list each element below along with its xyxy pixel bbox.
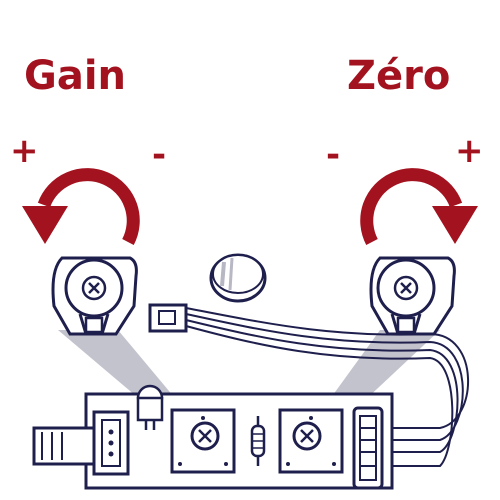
zero-label: Zéro bbox=[347, 53, 451, 99]
zero-trimmer bbox=[278, 408, 344, 474]
counterclockwise-arrow-icon bbox=[22, 168, 140, 246]
clockwise-arrow-icon bbox=[360, 168, 478, 246]
wire-connector bbox=[148, 303, 188, 333]
gain-minus-sign: - bbox=[152, 135, 167, 175]
sensor-board bbox=[32, 384, 394, 490]
diode bbox=[136, 384, 164, 430]
pin-header bbox=[32, 410, 130, 476]
zero-plus-sign: + bbox=[455, 131, 484, 171]
board-wire-connector bbox=[352, 406, 384, 490]
resistor bbox=[250, 416, 266, 466]
gain-trimmer bbox=[170, 408, 236, 474]
gain-potentiometer-icon bbox=[51, 256, 138, 336]
zero-potentiometer-icon bbox=[369, 256, 456, 336]
gain-plus-sign: + bbox=[10, 131, 39, 171]
gain-label: Gain bbox=[24, 53, 127, 99]
coin-cell-battery-icon bbox=[209, 253, 267, 303]
zero-minus-sign: - bbox=[326, 135, 341, 175]
